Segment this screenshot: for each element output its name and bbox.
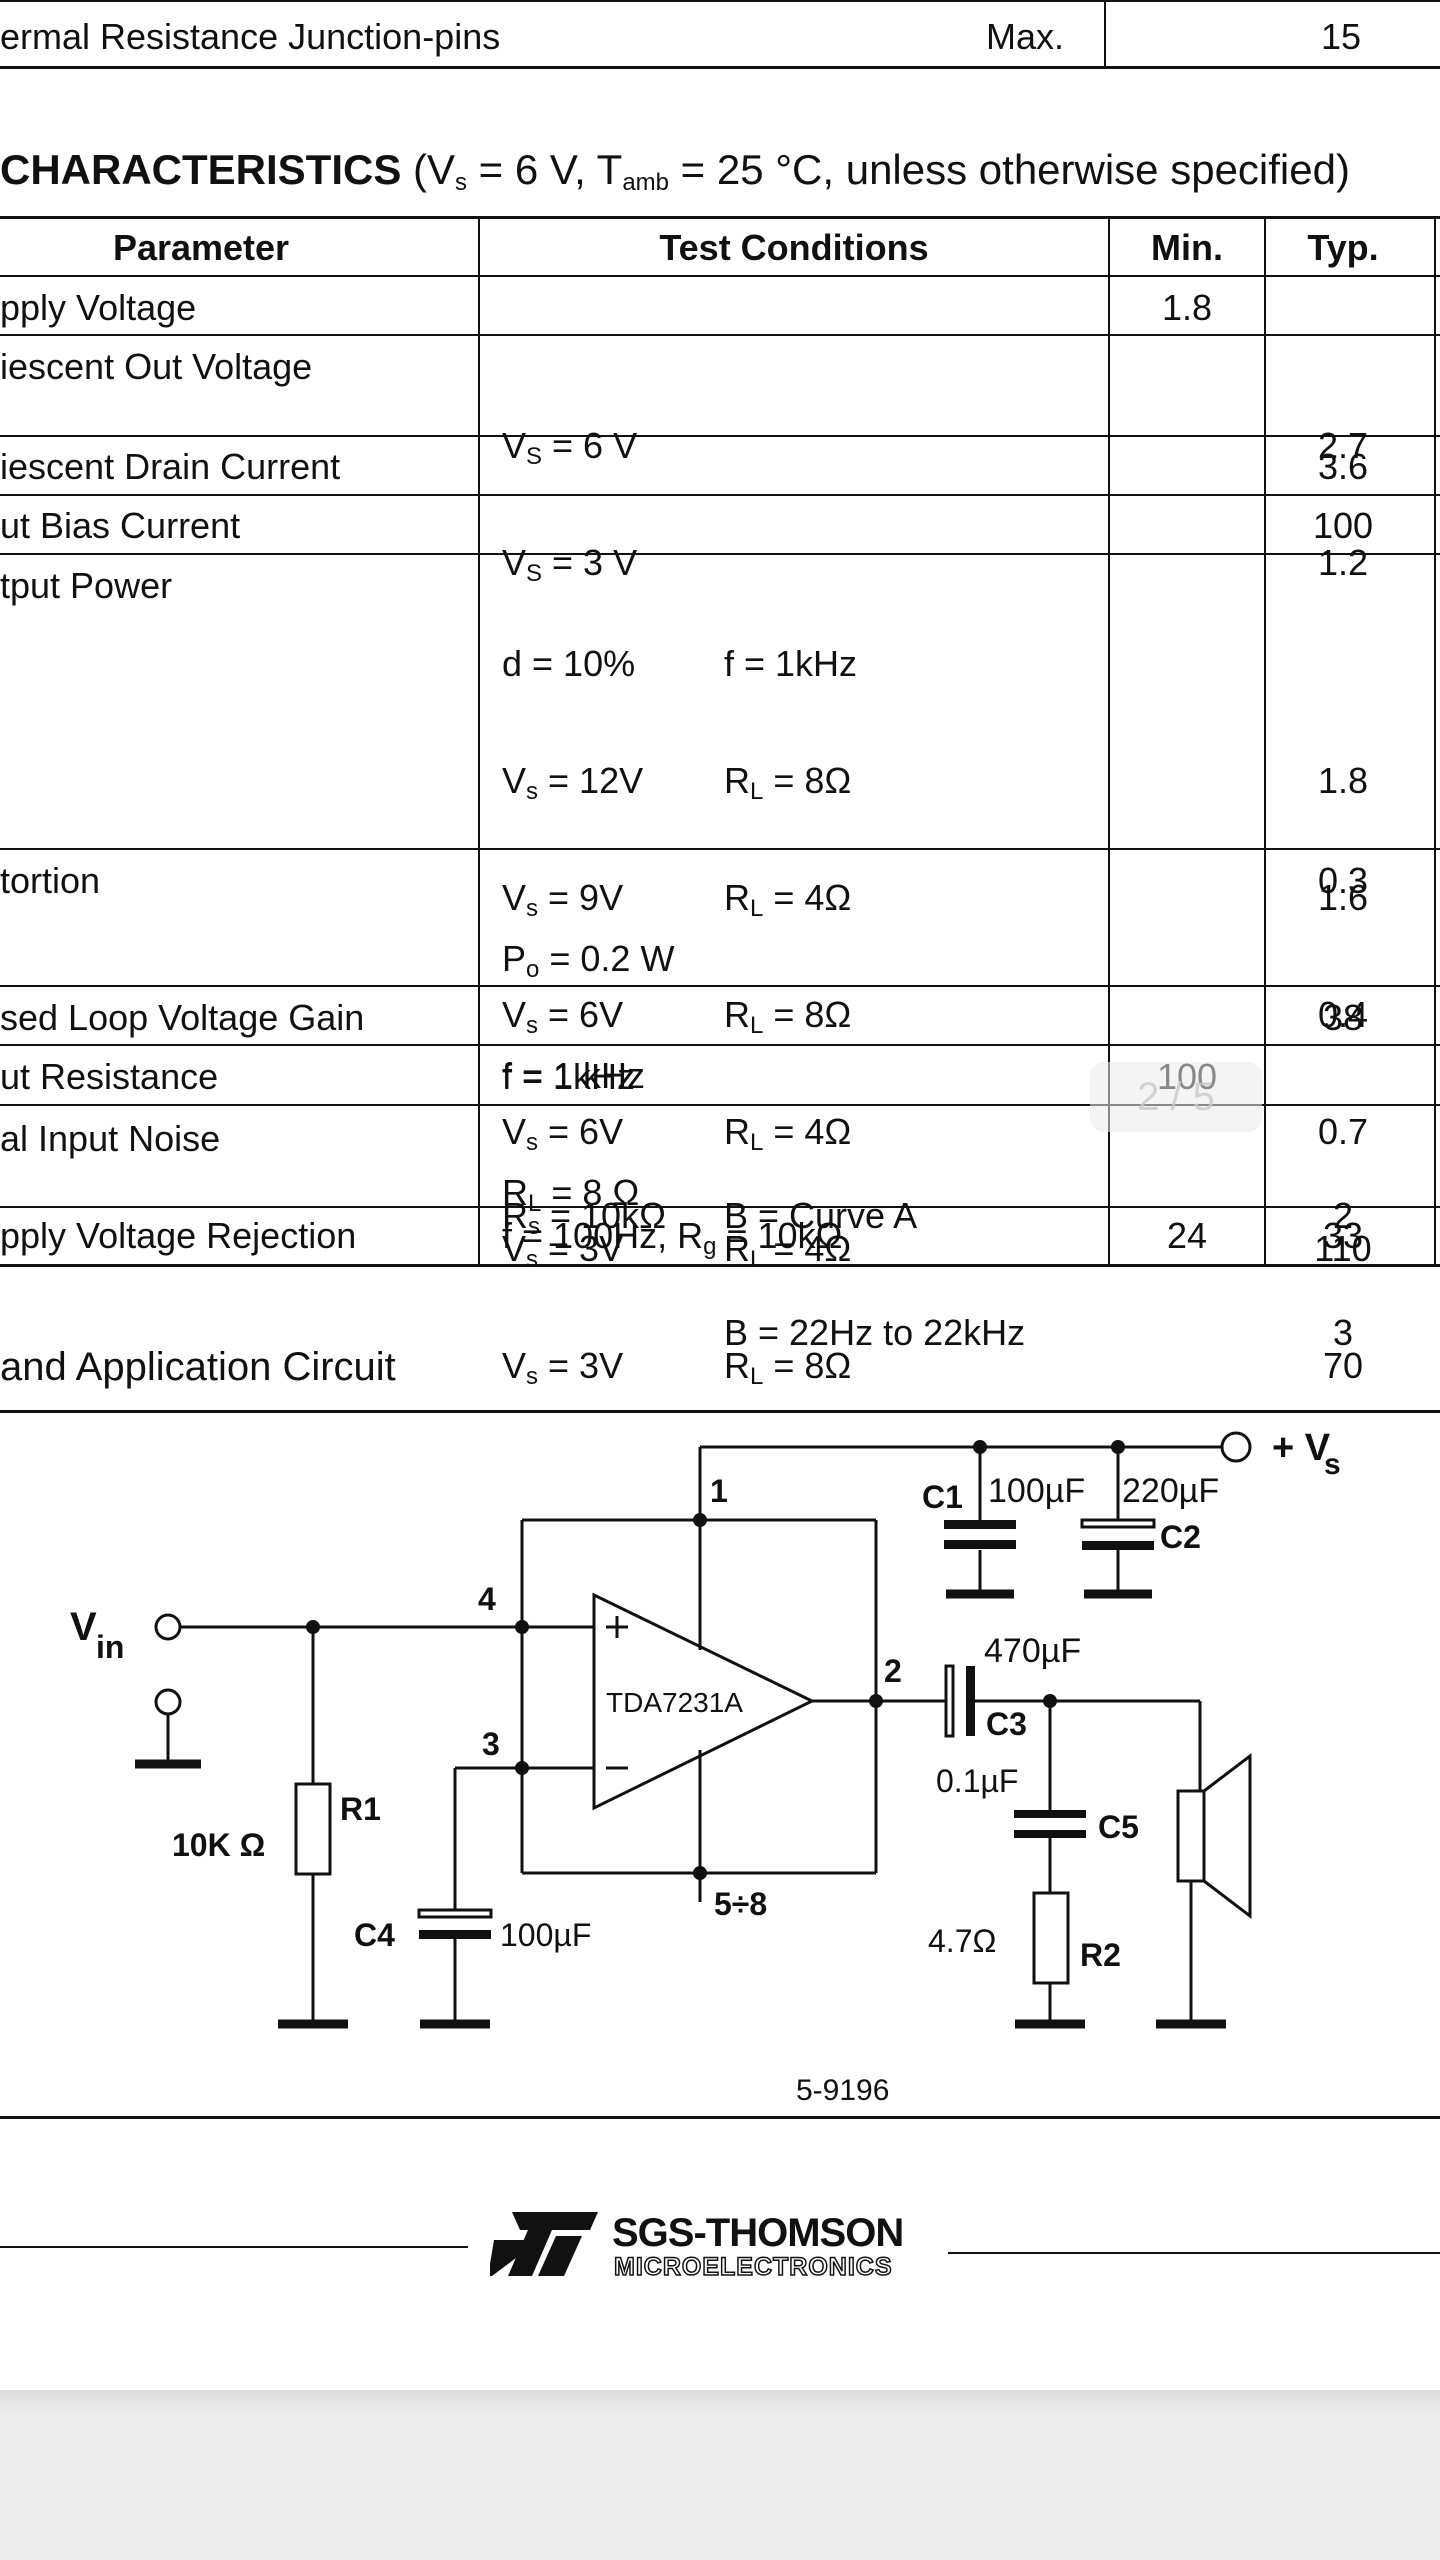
row-output-power-cond-a: d = 10% Vs = 12V Vs = 9V Vs = 6V Vs = 6V… (502, 643, 644, 1390)
row-quiescent-out-param: iescent Out Voltage (0, 346, 313, 387)
label-pin4: 4 (478, 1581, 496, 1617)
circuit-top-border (0, 1410, 1440, 1413)
footer-line-left (0, 2246, 468, 2248)
page-indicator: 2 / 5 (1090, 1062, 1262, 1132)
top-row-type: Max. (986, 16, 1065, 57)
label-c5-val: 0.1µF (936, 1763, 1018, 1799)
label-pin2: 2 (884, 1653, 902, 1689)
row-distortion-typ: 0.3 (1317, 860, 1369, 901)
st-logo-icon (490, 2212, 598, 2276)
label-c5: C5 (1098, 1809, 1139, 1845)
row-input-resistance-param: ut Resistance (0, 1056, 219, 1097)
header-parameter: Parameter (112, 227, 290, 268)
label-r1-val: 10K Ω (172, 1827, 265, 1863)
row-quiescent-out-cond: VS = 6 V VS = 3 V (502, 425, 638, 587)
header-test-conditions: Test Conditions (659, 227, 929, 268)
top-row-label: ermal Resistance Junction-pins (0, 16, 501, 57)
label-c1-val: 100µF (988, 1472, 1085, 1510)
footer-line-right (948, 2252, 1440, 2254)
row-closed-loop-param: sed Loop Voltage Gain (0, 997, 365, 1038)
circuit-bottom-border (0, 2116, 1440, 2119)
row-supply-voltage-param: pply Voltage (0, 287, 197, 328)
row-distortion-param: tortion (0, 860, 101, 901)
row-svr-cond: f = 100Hz, Rg = 10kΩ (502, 1215, 843, 1260)
row-closed-loop-typ: 38 (1322, 997, 1364, 1038)
row-input-bias-typ: 100 (1312, 505, 1374, 546)
circuit-title: and Application Circuit (0, 1345, 396, 1389)
svg-text:s: s (1324, 1448, 1341, 1481)
row-distortion-cond: Po = 0.2 W f = 1 kHz RL = 8 Ω (502, 938, 675, 1217)
label-pin1: 1 (710, 1473, 728, 1509)
label-vin: V (70, 1605, 97, 1649)
header-min: Min. (1151, 227, 1223, 268)
top-border (0, 0, 1440, 2)
row-input-noise-cond-a: Rs = 10kΩ (502, 1195, 666, 1240)
label-c3-val: 470µF (984, 1632, 1081, 1670)
row-input-noise-typ: 2 3 (1332, 1195, 1354, 1353)
application-circuit-diagram: V in + V s 1 2 3 4 5÷8 TDA7231A C1 100µF… (70, 1427, 1341, 2107)
label-r2: R2 (1080, 1937, 1121, 1973)
header-typ: Typ. (1307, 227, 1379, 268)
footer-sub: MICROELECTRONICS (613, 2253, 893, 2281)
row-quiescent-out-typ: 2.7 1.2 (1317, 425, 1369, 583)
label-c3: C3 (986, 1706, 1027, 1742)
svg-text:in: in (96, 1629, 124, 1665)
row-input-resistance-cond: f = 1kHz (502, 1056, 636, 1097)
label-ic: TDA7231A (606, 1687, 743, 1718)
row-input-noise-cond-b: B = Curve A B = 22Hz to 22kHz (724, 1195, 1026, 1353)
label-c4: C4 (354, 1917, 395, 1953)
row-quiescent-drain-param: iescent Drain Current (0, 446, 341, 487)
row-supply-voltage-min: 1.8 (1161, 287, 1213, 328)
label-c4-val: 100µF (500, 1917, 591, 1953)
datasheet-page: ermal Resistance Junction-pins Max. 15 C… (0, 0, 1440, 2390)
label-drawing-number: 5-9196 (796, 2074, 889, 2107)
row-output-power-param: tput Power (0, 565, 173, 606)
label-c2-val: 220µF (1122, 1472, 1219, 1510)
label-c2: C2 (1160, 1519, 1201, 1555)
label-pin3: 3 (482, 1726, 500, 1762)
row-svr-param: pply Voltage Rejection (0, 1215, 357, 1256)
top-row-value: 15 (1320, 16, 1362, 57)
row-quiescent-drain-typ: 3.6 (1317, 446, 1369, 487)
row-input-bias-param: ut Bias Current (0, 505, 241, 546)
label-r1: R1 (340, 1791, 381, 1827)
row-svr-min: 24 (1166, 1215, 1208, 1256)
label-pin58: 5÷8 (714, 1886, 767, 1922)
label-vs: + V (1272, 1427, 1331, 1469)
footer-brand: SGS-THOMSON (612, 2211, 904, 2255)
page-shadow (0, 2390, 1440, 2414)
row-output-power-cond-b: f = 1kHz RL = 8Ω RL = 4Ω RL = 8Ω RL = 4Ω… (724, 643, 858, 1390)
top-row-divider (1104, 0, 1106, 68)
row-svr-typ: 33 (1322, 1215, 1364, 1256)
row-output-power-typ: 1.8 1.6 0.4 0.7 110 70 (1314, 760, 1372, 1386)
section-title: CHARACTERISTICS (Vs = 6 V, Tamb = 25 °C,… (0, 146, 1350, 196)
row-input-noise-param: al Input Noise (0, 1118, 221, 1159)
label-r2-val: 4.7Ω (928, 1923, 996, 1959)
top-row-bottom-border (0, 66, 1440, 69)
label-c1: C1 (922, 1479, 963, 1515)
